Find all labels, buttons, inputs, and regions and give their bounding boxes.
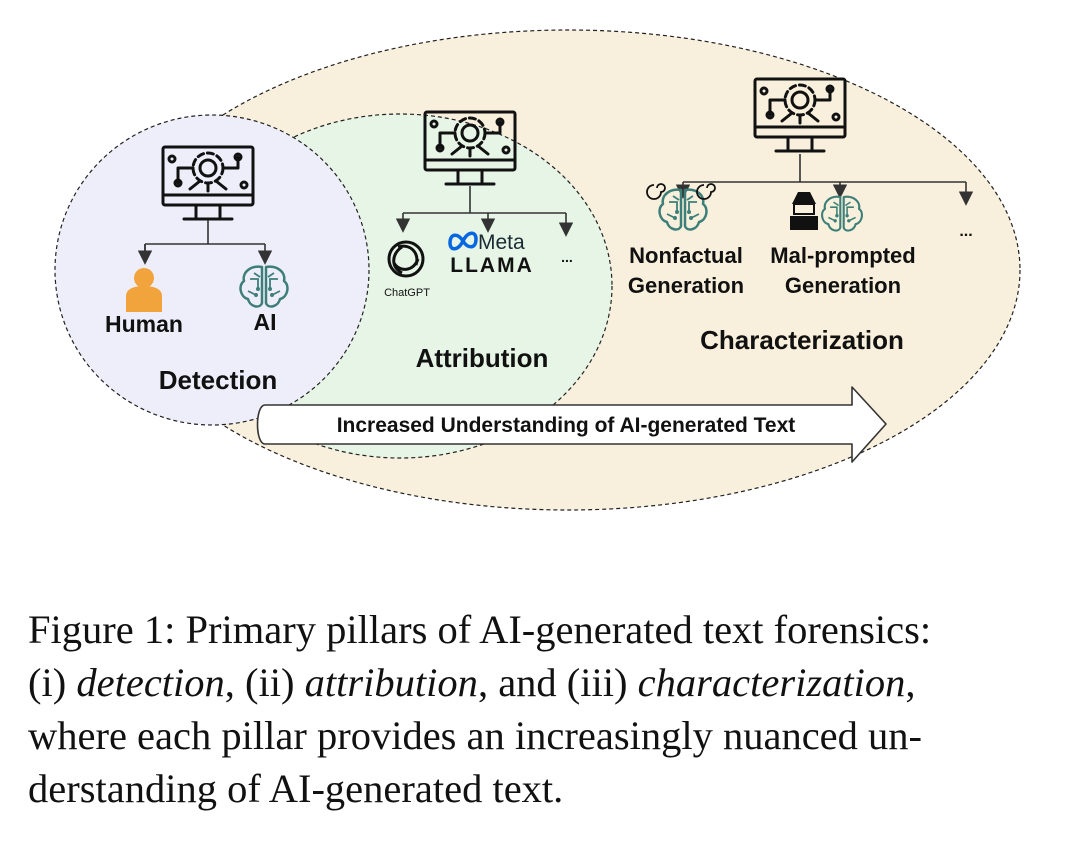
characterization-tree-connector xyxy=(683,154,966,183)
understanding-arrow: Increased Understanding of AI-generated … xyxy=(256,386,887,463)
llama-label: LLAMA xyxy=(450,254,533,277)
chatgpt-label: ChatGPT xyxy=(384,287,430,299)
hacker-brain-icon xyxy=(790,192,864,232)
detection-tree-connector xyxy=(144,220,265,262)
attribution-tree-connector xyxy=(403,186,566,214)
caption-line-2: (i) detection, (ii) attribution, and (ii… xyxy=(28,660,916,705)
spiral-brain-icon xyxy=(646,183,716,231)
malprompted-label-line2: Generation xyxy=(785,273,901,298)
figure-caption: Figure 1: Primary pillars of AI-generate… xyxy=(28,603,1058,815)
detection-region xyxy=(54,114,370,426)
caption-line-3: where each pillar provides an increasing… xyxy=(28,713,923,758)
attribution-more-label: ... xyxy=(561,249,573,265)
ai-label: AI xyxy=(254,309,277,335)
understanding-arrow-label: Increased Understanding of AI-generated … xyxy=(337,414,796,437)
caption-line-1: Figure 1: Primary pillars of AI-generate… xyxy=(28,607,932,652)
attribution-title: Attribution xyxy=(416,343,549,373)
characterization-title: Characterization xyxy=(700,325,904,355)
human-label: Human xyxy=(105,311,183,337)
forensics-pillars-diagram: Human AI Detection ChatGPT Meta LLAMA ..… xyxy=(54,29,1021,511)
detection-title: Detection xyxy=(159,365,277,395)
person-icon xyxy=(126,268,162,312)
meta-label: Meta xyxy=(478,231,525,254)
malprompted-label-line1: Mal-prompted xyxy=(770,243,915,268)
nonfactual-label-line2: Generation xyxy=(628,273,744,298)
chatgpt-logo xyxy=(387,240,425,278)
meta-logo xyxy=(448,231,478,251)
nonfactual-label-line1: Nonfactual xyxy=(629,243,743,268)
characterization-more-label: ... xyxy=(959,223,972,240)
caption-line-4: derstanding of AI-generated text. xyxy=(28,766,564,811)
